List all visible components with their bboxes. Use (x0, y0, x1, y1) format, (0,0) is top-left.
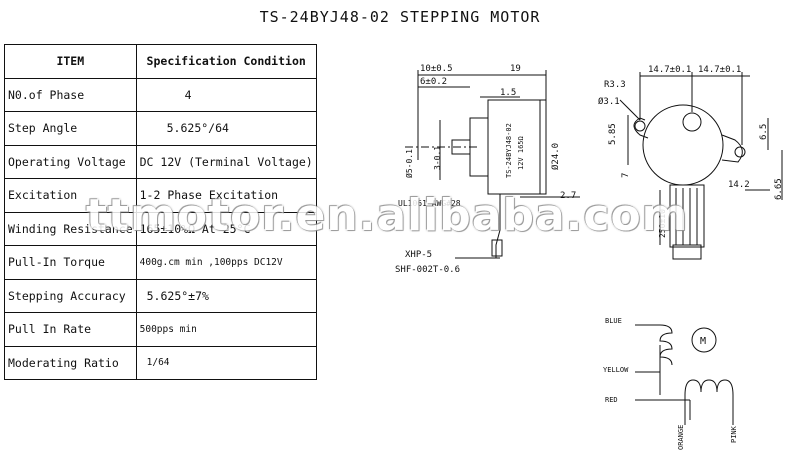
connector (491, 239, 503, 257)
motor-label: TS-24BYJ48-02 (505, 123, 513, 178)
dim-label: 1.5 (500, 88, 516, 98)
dim-label: 14.2 (728, 180, 750, 190)
wire-outlet-front (669, 184, 705, 248)
wire-color-label: YELLOW (603, 366, 629, 374)
table-row: Step Angle 5.625°/64 (4, 111, 317, 146)
motor-symbol-label: M (700, 336, 706, 347)
specification-table: ITEM Specification Condition N0.of Phase… (4, 44, 317, 380)
side-view-drawing (405, 70, 580, 259)
table-row: Excitation 1-2 Phase Excitation (4, 178, 317, 213)
row-item: N0.of Phase (4, 77, 137, 112)
table-row: Pull In Rate 500pps min (4, 312, 317, 347)
row-item: Step Angle (4, 111, 137, 146)
row-value: 5.625°±7% (135, 278, 317, 313)
dim-label: Ø3.1 (598, 96, 620, 107)
coil-a (635, 324, 673, 366)
connector-front (672, 244, 702, 260)
dim-label: 7 (621, 173, 631, 178)
motor-label: 12V 165Ω (517, 136, 525, 170)
dim-label: 10±0.5 (420, 64, 453, 74)
wiring-diagram (635, 324, 734, 425)
dim-label: 14.7±0.1 (698, 65, 741, 75)
row-value: 1-2 Phase Excitation (135, 178, 317, 213)
mounting-ear-right (721, 134, 743, 163)
row-value: 165±10%Ω At 25°C (135, 211, 317, 246)
mount-hole-right (734, 146, 746, 158)
watermark: ttmotor.en.alibaba.com (86, 190, 689, 241)
wire-label: UL1061 AWG#28 (398, 199, 461, 208)
coil-b (684, 379, 734, 396)
dim-label: 14.7±0.1 (648, 65, 691, 75)
dim-label: 2.7 (560, 191, 576, 201)
row-value: DC 12V (Terminal Voltage) (135, 144, 317, 179)
leader-line (619, 99, 641, 121)
motor-body-front (642, 104, 724, 186)
row-item: Pull-In Torque (4, 245, 137, 280)
table-row: Winding Resistance 165±10%Ω At 25°C (4, 211, 317, 246)
dim-label: 250±10 (658, 209, 667, 238)
dim-label: 6.5 (759, 124, 769, 140)
table-row: Operating Voltage DC 12V (Terminal Volta… (4, 144, 317, 179)
table-row: Moderating Ratio 1/64 (4, 345, 317, 380)
wire-lead (495, 194, 501, 258)
page-title: TS-24BYJ48-02 STEPPING MOTOR (259, 8, 541, 26)
dim-label: 19 (510, 64, 521, 74)
connector-label: SHF-002T-0.6 (395, 265, 460, 275)
wire-color-label: ORANGE (677, 425, 685, 450)
dim-label: Ø24.0 (550, 143, 561, 170)
dim-label: Ø5-0.1 (404, 149, 414, 178)
dim-label: 5.85 (608, 123, 618, 145)
mount-hole-left (634, 120, 646, 132)
table-row: Stepping Accuracy 5.625°±7% (4, 278, 317, 313)
wire-color-label: BLUE (605, 317, 622, 325)
motor-symbol (691, 327, 717, 353)
table-row: Pull-In Torque 400g.cm min ,100pps DC12V (4, 245, 317, 280)
dim-label: 6±0.2 (420, 77, 447, 87)
dim-label: 6.65 (774, 178, 784, 200)
wire-color-label: RED (605, 396, 618, 404)
row-item: Excitation (4, 178, 137, 213)
row-item: Pull In Rate (4, 312, 137, 347)
output-shaft-front (682, 112, 702, 132)
table-header-row: ITEM Specification Condition (4, 44, 317, 79)
front-view-drawing (619, 72, 783, 260)
header-condition: Specification Condition (135, 44, 317, 79)
row-value: 4 (135, 77, 317, 112)
header-item: ITEM (4, 44, 137, 79)
row-value: 500pps min (135, 312, 317, 347)
dim-label: 3-0.1 (433, 146, 442, 170)
row-value: 1/64 (135, 345, 317, 380)
row-item: Operating Voltage (4, 144, 137, 179)
table-row: N0.of Phase 4 (4, 77, 317, 112)
wire-color-label: PINK (730, 425, 738, 443)
connector-label: XHP-5 (405, 250, 432, 260)
row-value: 5.625°/64 (135, 111, 317, 146)
dim-label: R3.3 (604, 80, 626, 90)
row-item: Moderating Ratio (4, 345, 137, 380)
